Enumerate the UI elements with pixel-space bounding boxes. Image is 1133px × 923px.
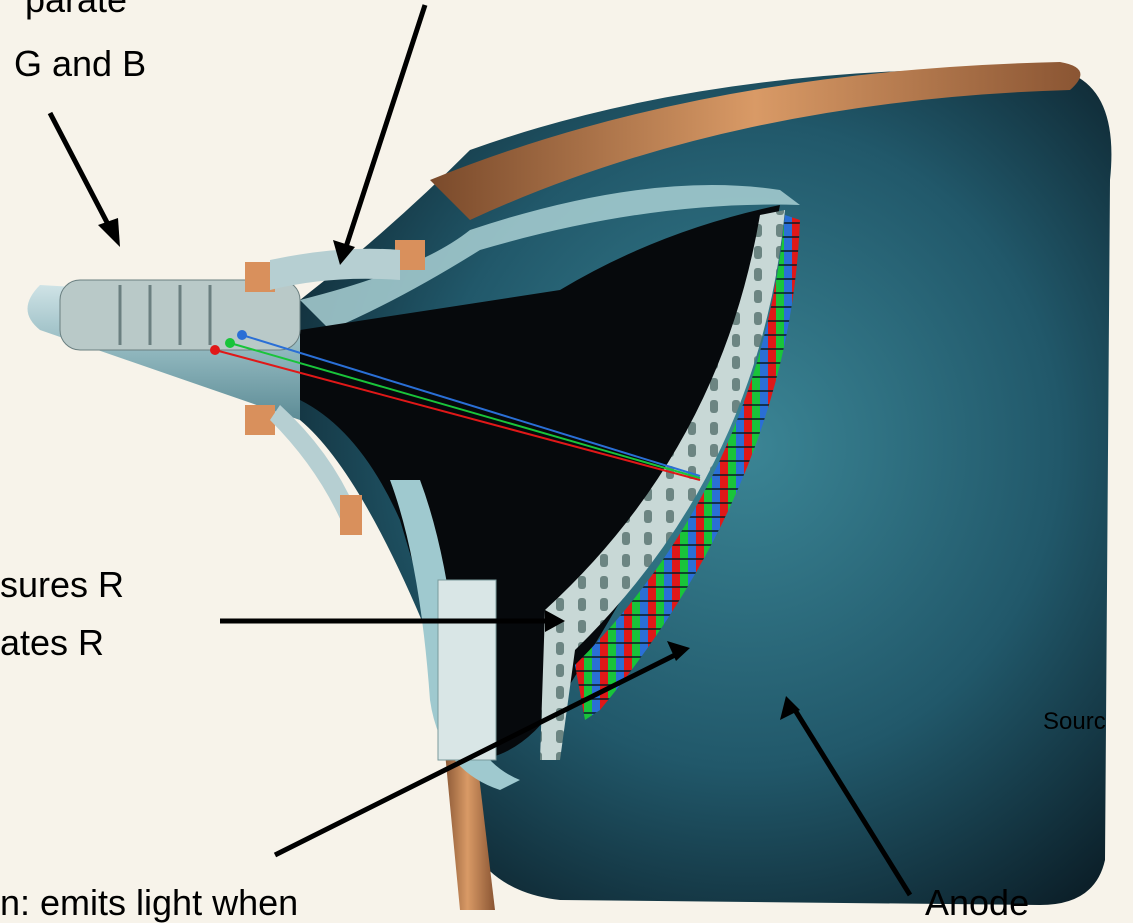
label-source: Sourc [1043,710,1106,734]
label-anode: Anode [925,885,1029,921]
arrow-electron-gun [50,113,112,232]
label-gun-rgb: G and B [14,46,146,82]
label-mask-line1: sures R [0,567,124,603]
label-gun-top: parate [25,0,127,18]
label-phosphor: n: emits light when [0,885,298,921]
mask-bracket [438,580,496,760]
label-mask-line2: ates R [0,625,104,661]
